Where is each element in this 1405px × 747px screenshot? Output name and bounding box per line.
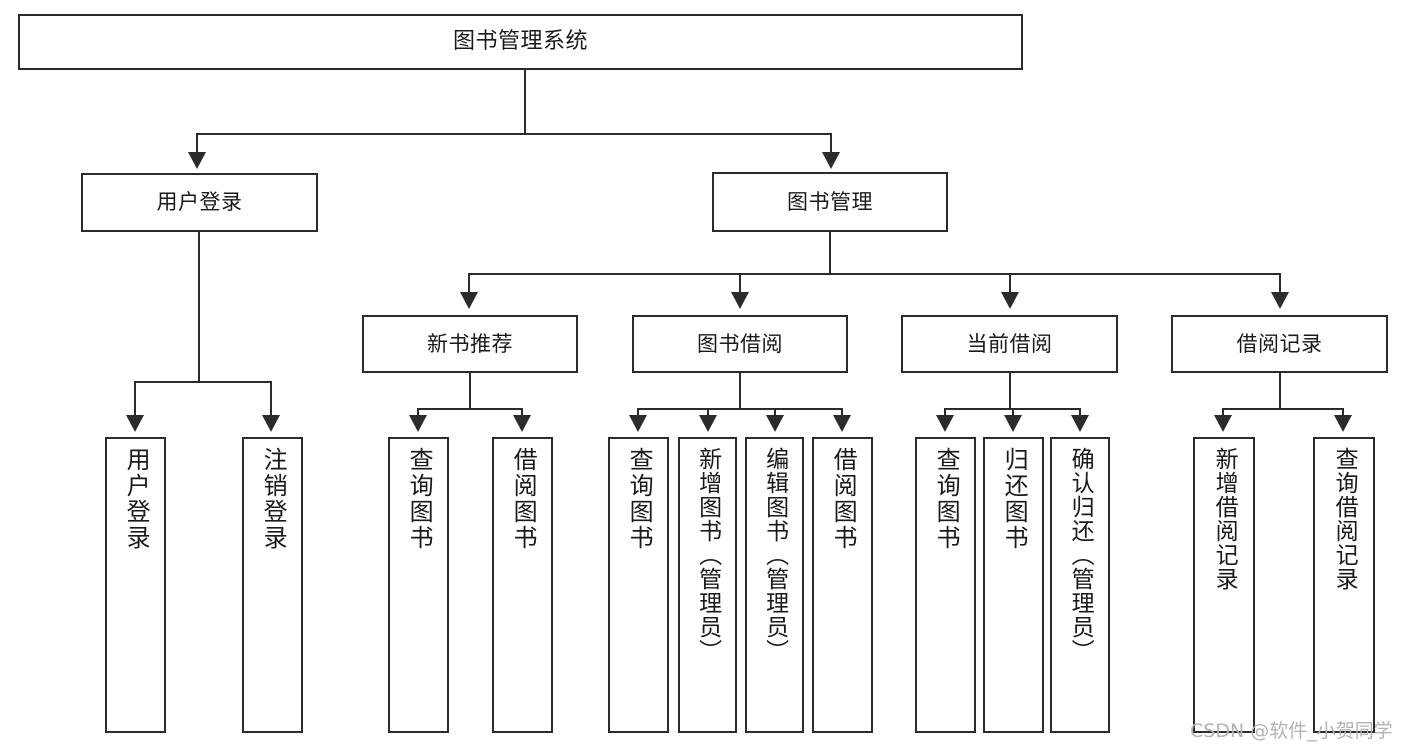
node-current-borrow[interactable]: 当前借阅 (901, 315, 1118, 373)
arrow-to-leaf-edit-book (766, 415, 784, 432)
arrow-to-leaf-query-book-3 (936, 415, 954, 432)
arrow-to-leaf-return-book (1004, 415, 1022, 432)
arrow-to-book-borrow (731, 292, 749, 309)
node-leaf-borrow-book-2[interactable]: 借阅图书 (812, 437, 873, 733)
node-book-management[interactable]: 图书管理 (712, 172, 948, 232)
node-leaf-add-record[interactable]: 新增借阅记录 (1193, 437, 1255, 733)
connector-level1-bar (196, 133, 832, 135)
node-book-management-label: 图书管理 (787, 189, 873, 214)
node-leaf-add-book-label: 新增图书（管理员） (694, 447, 721, 663)
connector-to-current-borrow (1009, 273, 1011, 295)
node-current-borrow-label: 当前借阅 (966, 331, 1053, 356)
node-leaf-add-record-label: 新增借阅记录 (1211, 447, 1238, 591)
node-leaf-confirm-return-label: 确认归还（管理员） (1067, 447, 1094, 663)
node-borrow-record[interactable]: 借阅记录 (1171, 315, 1388, 373)
arrow-to-current-borrow (1001, 292, 1019, 309)
connector-to-user-login (196, 133, 198, 155)
node-leaf-query-book-1-label: 查询图书 (405, 447, 434, 551)
node-leaf-edit-book-label: 编辑图书（管理员） (761, 447, 788, 663)
arrow-to-leaf-query-record (1334, 415, 1352, 432)
connector-to-book-borrow (739, 273, 741, 295)
connector-user-login-right-drop (270, 381, 272, 417)
connector-current-borrow-bar (944, 408, 1079, 410)
node-leaf-query-book-2-label: 查询图书 (625, 447, 654, 551)
arrow-to-leaf-borrow-book-2 (833, 415, 851, 432)
node-root-system-label: 图书管理系统 (452, 29, 588, 55)
connector-user-login-bar (134, 381, 270, 383)
node-leaf-edit-book[interactable]: 编辑图书（管理员） (745, 437, 804, 733)
connector-book-management-stem (829, 232, 831, 274)
connector-level2-bar (468, 273, 1280, 275)
arrow-to-new-book-recommend (460, 292, 478, 309)
connector-bb-drop-1 (637, 408, 639, 417)
arrow-to-leaf-add-book (699, 415, 717, 432)
connector-br-drop-1 (1222, 408, 1224, 417)
connector-bb-drop-4 (841, 408, 843, 417)
node-root-system[interactable]: 图书管理系统 (18, 14, 1023, 70)
connector-book-borrow-bar (637, 408, 843, 410)
arrow-to-leaf-query-book-2 (629, 415, 647, 432)
connector-to-book-management (830, 133, 832, 155)
node-leaf-query-book-3[interactable]: 查询图书 (915, 437, 976, 733)
connector-user-login-left-drop (134, 381, 136, 417)
connector-new-book-left-drop (417, 408, 419, 417)
connector-br-drop-2 (1342, 408, 1344, 417)
arrow-to-leaf-confirm-return (1071, 415, 1089, 432)
connector-bb-drop-3 (774, 408, 776, 417)
node-leaf-query-record[interactable]: 查询借阅记录 (1313, 437, 1375, 733)
node-leaf-add-book[interactable]: 新增图书（管理员） (678, 437, 737, 733)
connector-new-book-right-drop (521, 408, 523, 417)
connector-to-new-book-recommend (468, 273, 470, 295)
node-borrow-record-label: 借阅记录 (1236, 331, 1323, 356)
connector-current-borrow-stem (1009, 373, 1011, 409)
arrow-to-leaf-user-logout (262, 415, 280, 432)
connector-bb-drop-2 (707, 408, 709, 417)
node-leaf-query-book-2[interactable]: 查询图书 (608, 437, 669, 733)
arrow-to-borrow-record (1271, 292, 1289, 309)
node-user-login[interactable]: 用户登录 (81, 173, 318, 232)
connector-book-borrow-stem (739, 373, 741, 409)
node-leaf-return-book[interactable]: 归还图书 (983, 437, 1044, 733)
csdn-watermark: CSDN @软件_小贺同学 (1190, 720, 1393, 742)
node-new-book-recommend-label: 新书推荐 (427, 331, 513, 356)
node-leaf-confirm-return[interactable]: 确认归还（管理员） (1050, 437, 1110, 733)
connector-user-login-stem (198, 232, 200, 382)
connector-new-book-bar (417, 408, 523, 410)
node-leaf-return-book-label: 归还图书 (1000, 447, 1029, 551)
arrow-to-leaf-user-login (126, 415, 144, 432)
node-book-borrow[interactable]: 图书借阅 (632, 315, 848, 373)
arrow-to-leaf-borrow-book-1 (513, 415, 531, 432)
node-new-book-recommend[interactable]: 新书推荐 (362, 315, 578, 373)
connector-cb-drop-2 (1012, 408, 1014, 417)
node-leaf-borrow-book-1[interactable]: 借阅图书 (492, 437, 553, 733)
node-user-login-label: 用户登录 (156, 190, 243, 215)
arrow-to-user-login (188, 152, 206, 169)
node-leaf-user-logout[interactable]: 注销登录 (242, 437, 303, 733)
arrow-to-leaf-add-record (1214, 415, 1232, 432)
connector-borrow-record-stem (1279, 373, 1281, 409)
connector-cb-drop-1 (944, 408, 946, 417)
node-leaf-borrow-book-2-label: 借阅图书 (829, 447, 858, 551)
connector-new-book-stem (469, 373, 471, 409)
node-leaf-query-book-3-label: 查询图书 (932, 447, 961, 551)
connector-cb-drop-3 (1079, 408, 1081, 417)
node-leaf-query-record-label: 查询借阅记录 (1331, 447, 1358, 591)
node-leaf-user-login[interactable]: 用户登录 (105, 437, 166, 733)
node-leaf-user-login-label: 用户登录 (122, 447, 151, 551)
node-leaf-user-logout-label: 注销登录 (259, 447, 288, 551)
connector-borrow-record-bar (1222, 408, 1344, 410)
node-leaf-query-book-1[interactable]: 查询图书 (388, 437, 449, 733)
arrow-to-book-management (822, 152, 840, 169)
connector-root-stem (524, 70, 526, 134)
connector-to-borrow-record (1279, 273, 1281, 295)
node-book-borrow-label: 图书借阅 (697, 331, 783, 356)
node-leaf-borrow-book-1-label: 借阅图书 (509, 447, 538, 551)
arrow-to-leaf-query-book-1 (409, 415, 427, 432)
